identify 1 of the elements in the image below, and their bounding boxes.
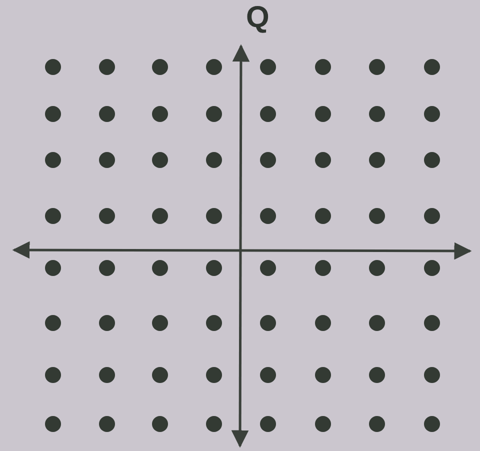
axis-label: Q [246,1,270,34]
